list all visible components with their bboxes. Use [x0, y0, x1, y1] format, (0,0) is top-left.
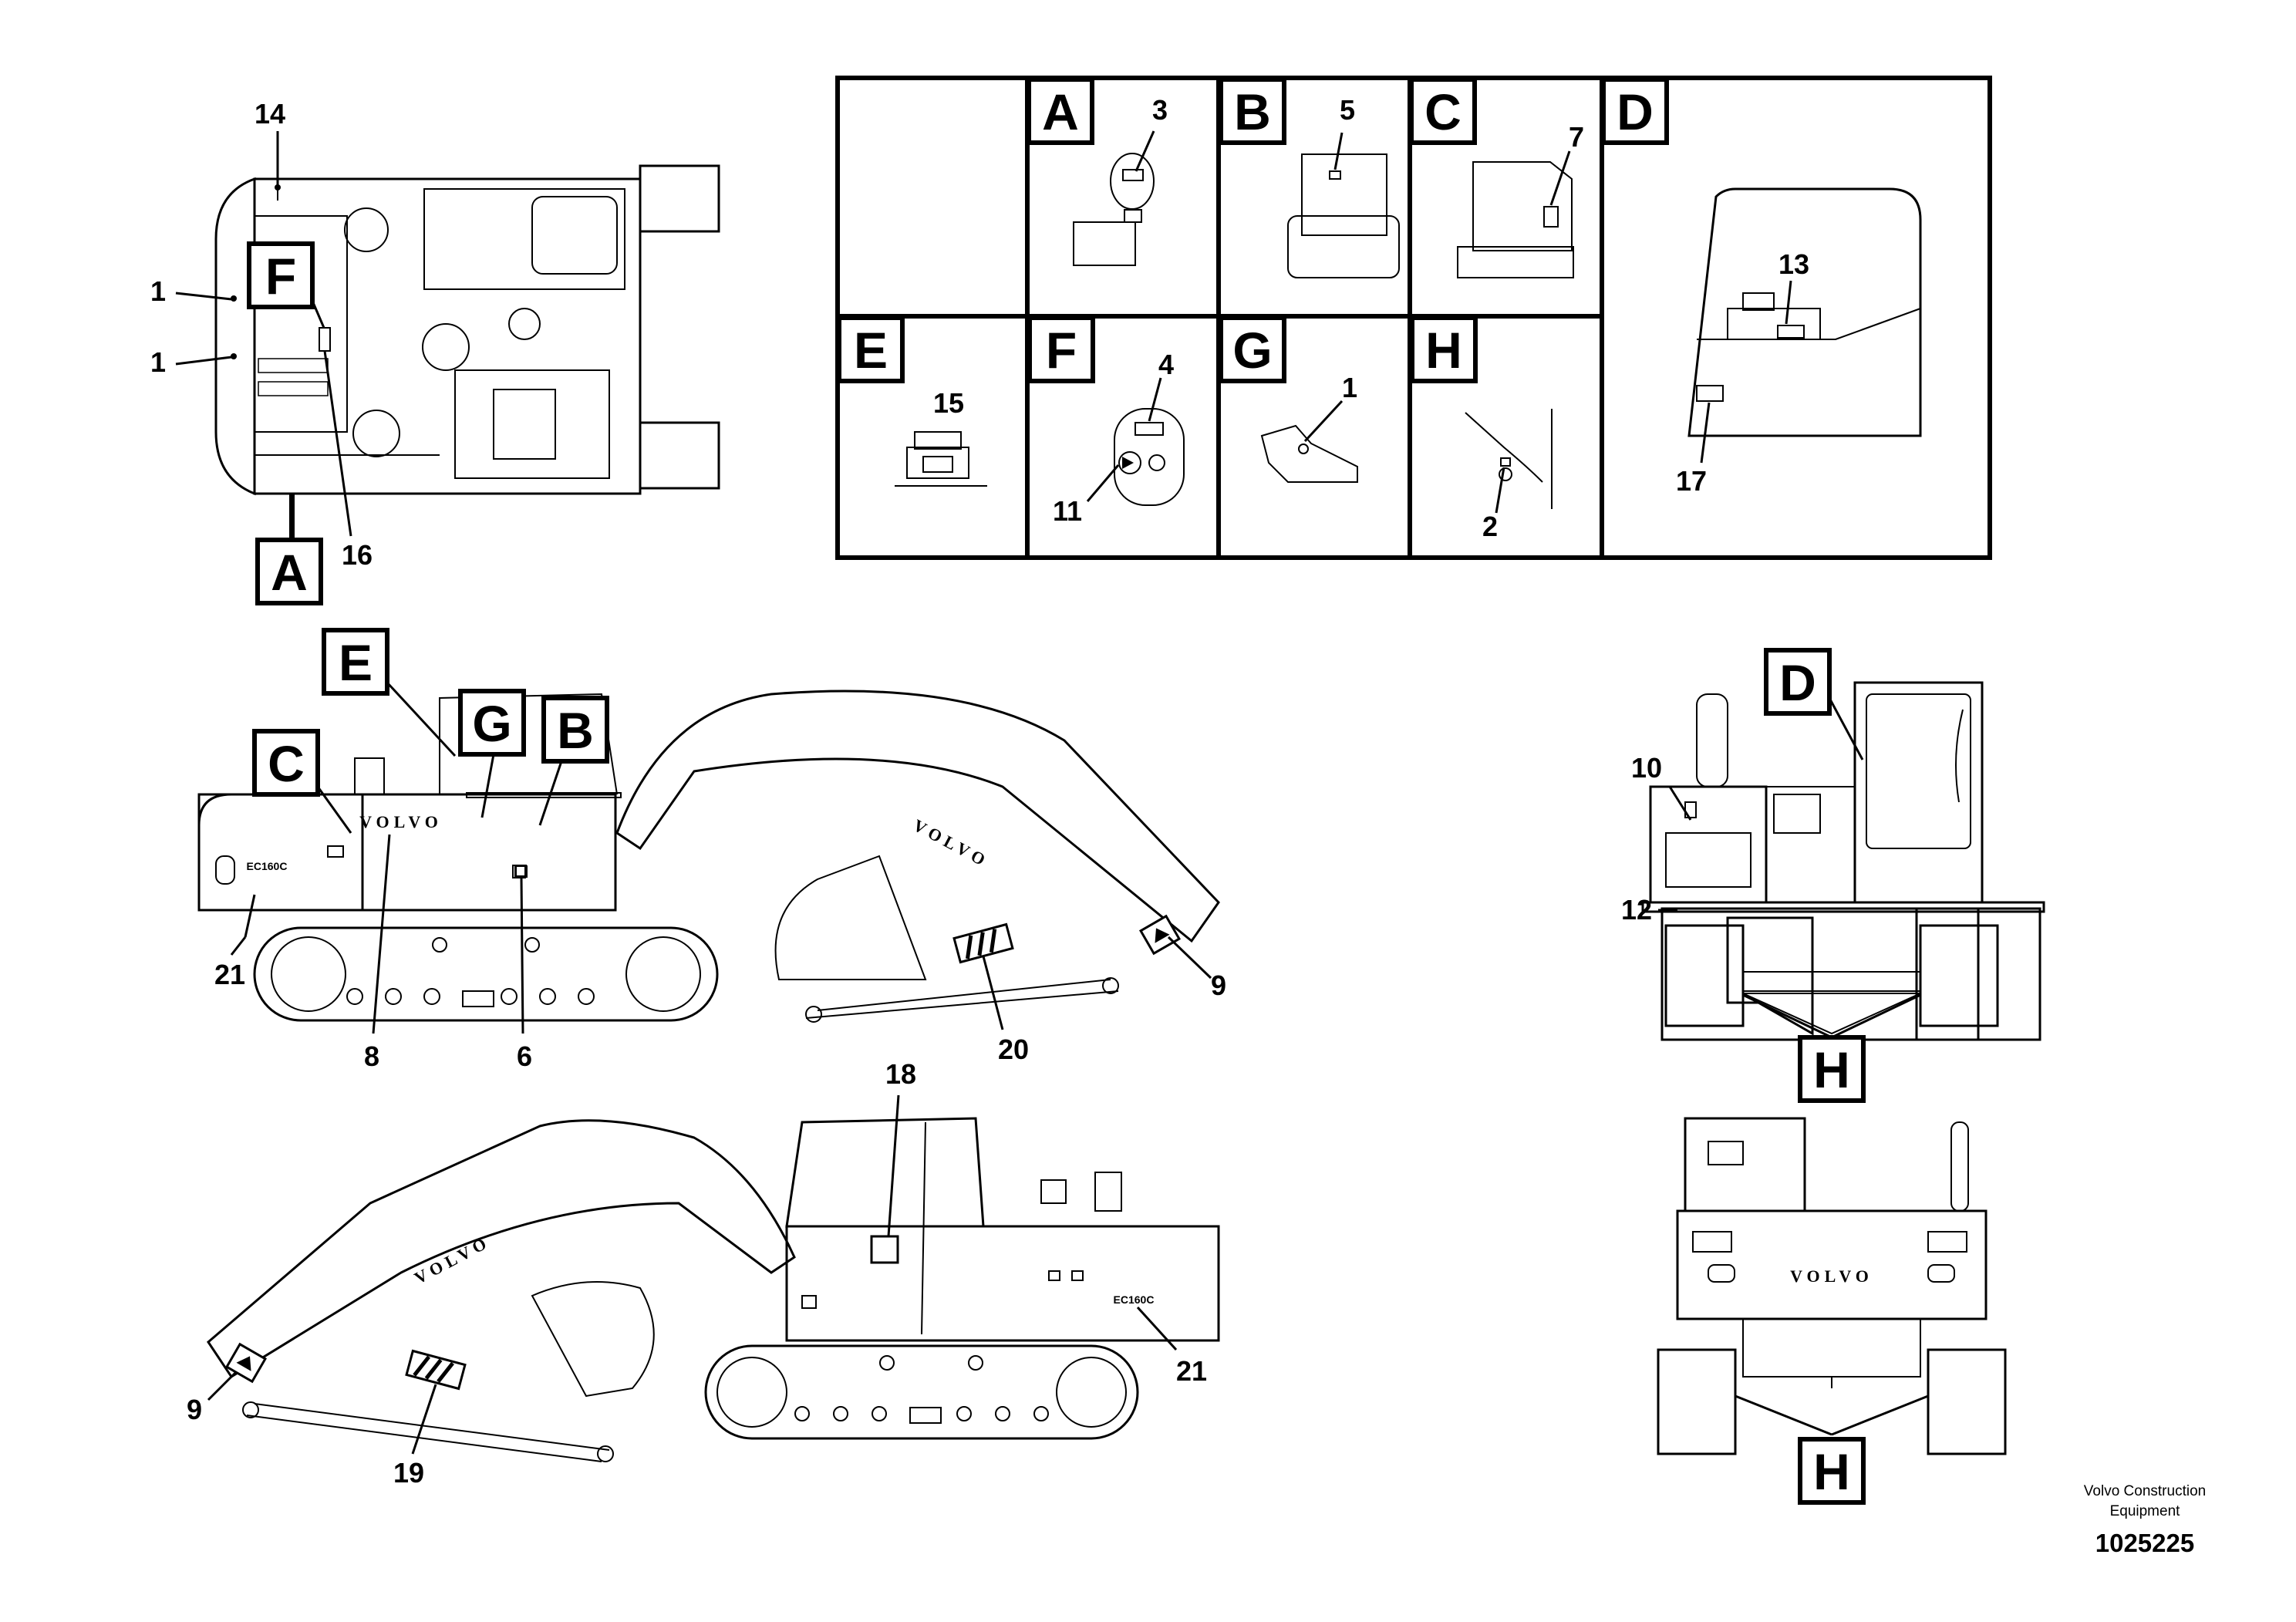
detail-panel-e: E 15: [837, 315, 987, 487]
detail-panels: A 3 B 5 C 7: [835, 76, 1992, 560]
callout-17: 17: [1676, 465, 1707, 497]
view-letter-b: B: [557, 702, 594, 759]
callout-4: 4: [1158, 349, 1174, 380]
panel-letter-e: E: [854, 322, 888, 379]
callout-3: 3: [1152, 94, 1168, 126]
model-decal-right: EC160C: [1114, 1293, 1155, 1306]
callout-1-g: 1: [1342, 372, 1357, 403]
callout-12: 12: [1621, 894, 1652, 926]
callout-15: 15: [933, 387, 964, 419]
callout-1-top-a: 1: [150, 275, 166, 307]
brand-decal-left: VOLVO: [359, 812, 443, 831]
panel-letter-c: C: [1424, 83, 1462, 140]
hazard-stripes-20: [966, 929, 997, 959]
callout-20: 20: [998, 1034, 1029, 1065]
callout-1-top-b: 1: [150, 346, 166, 378]
view-letter-d: D: [1779, 654, 1816, 711]
boom-brand-decal-right: VOLVO: [411, 1232, 494, 1288]
view-letter-h-front: H: [1813, 1443, 1850, 1500]
rear-view: 10 12 D H: [1621, 648, 2045, 1103]
svg-text:VOLVO: VOLVO: [411, 1232, 494, 1288]
callout-21-right: 21: [1176, 1355, 1207, 1387]
view-letter-f: F: [265, 248, 296, 305]
detail-panel-a: A 3: [1027, 77, 1168, 266]
detail-panel-h: H 2: [1410, 315, 1553, 542]
detail-panel-d: D 13 17: [1601, 77, 1922, 497]
brand-decal-front: VOLVO: [1790, 1266, 1873, 1286]
callout-16: 16: [342, 539, 373, 571]
drawing-number: 1025225: [2095, 1529, 2194, 1557]
callout-5: 5: [1340, 94, 1355, 126]
panel-letter-g: G: [1232, 322, 1272, 379]
view-letter-a: A: [271, 544, 308, 601]
front-view: VOLVO H: [1657, 1117, 2007, 1505]
detail-panel-b: B 5: [1219, 77, 1400, 278]
footer-company-line1: Volvo Construction: [2084, 1483, 2206, 1499]
view-letter-g: G: [472, 695, 511, 752]
callout-9-right: 9: [187, 1394, 202, 1425]
hazard-stripes-19: [413, 1355, 454, 1383]
callout-7: 7: [1569, 121, 1584, 153]
side-view-left: VOLVO EC160C VOLVO 21 8 6 20 9: [197, 628, 1226, 1072]
view-letter-h-rear: H: [1813, 1041, 1850, 1098]
callout-2: 2: [1482, 511, 1498, 542]
top-view: 14 1 1 16 F A: [150, 98, 720, 605]
callout-13: 13: [1778, 248, 1809, 280]
panel-letter-h: H: [1425, 322, 1462, 379]
callout-21-left: 21: [214, 959, 245, 990]
callout-6: 6: [517, 1040, 532, 1072]
panel-letter-f: F: [1046, 322, 1077, 379]
detail-panel-f: F 4 11: [1027, 315, 1185, 527]
callout-9-left: 9: [1211, 969, 1226, 1001]
callout-8: 8: [364, 1040, 379, 1072]
view-letter-c: C: [268, 735, 305, 792]
boom-brand-decal: VOLVO: [910, 815, 993, 872]
view-letter-e: E: [339, 634, 373, 691]
top-view-louvre: [258, 358, 329, 396]
callout-19: 19: [393, 1457, 424, 1489]
detail-panel-c: C 7: [1409, 77, 1584, 278]
footer-company-line2: Equipment: [2110, 1503, 2181, 1519]
callout-14: 14: [255, 98, 285, 130]
callout-18: 18: [885, 1058, 916, 1090]
footer: Volvo Construction Equipment 1025225: [2084, 1483, 2206, 1557]
svg-text:VOLVO: VOLVO: [910, 815, 993, 872]
model-decal-left: EC160C: [247, 860, 288, 872]
callout-10: 10: [1631, 752, 1662, 784]
side-view-right: EC160C VOLVO 18 9 19 21: [187, 1058, 1220, 1489]
detail-panel-g: G 1: [1219, 315, 1358, 483]
callout-11: 11: [1053, 495, 1082, 527]
panel-letter-a: A: [1042, 83, 1079, 140]
panel-letter-d: D: [1617, 83, 1654, 140]
panel-letter-b: B: [1234, 83, 1271, 140]
